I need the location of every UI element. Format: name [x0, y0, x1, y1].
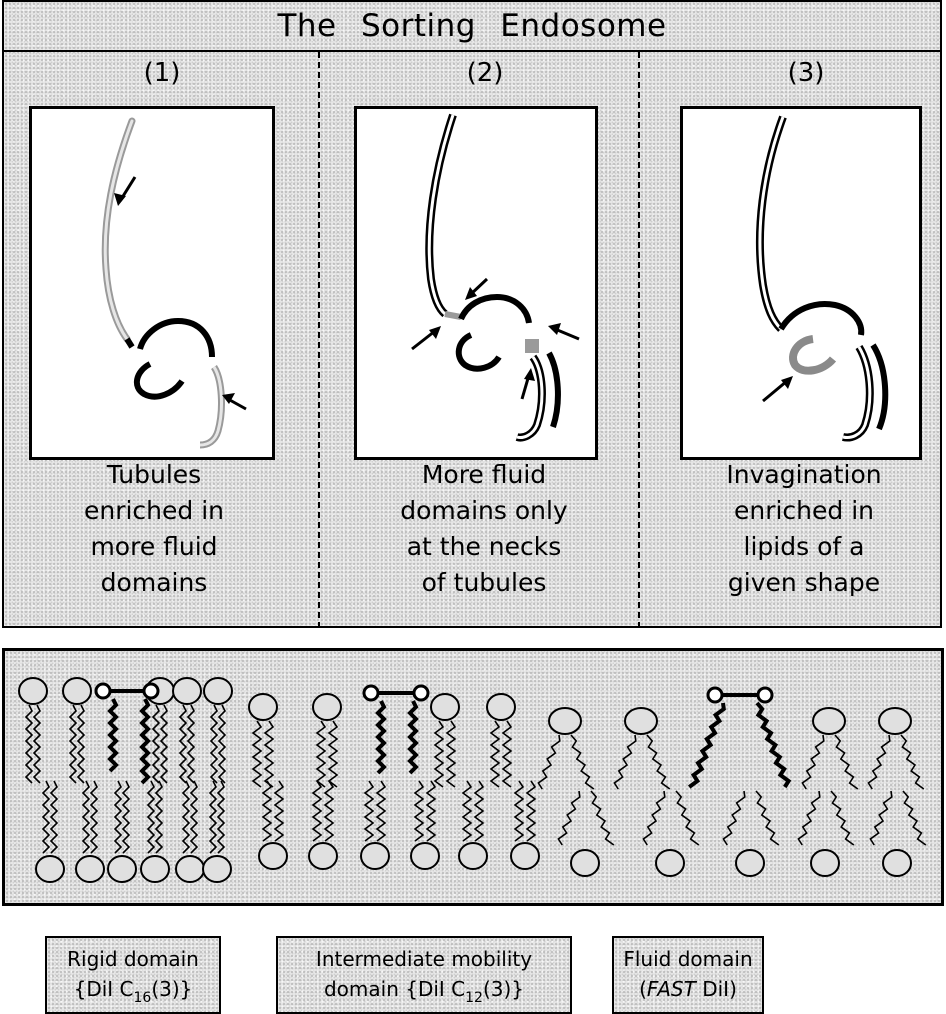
caption-line: More fluid: [364, 457, 604, 493]
legend-intermediate-probe: domain {DiI C12(3)}: [278, 974, 570, 1007]
panel-2-caption: More fluid domains only at the necks of …: [364, 457, 604, 601]
panel-1-endosome-drawing: [29, 106, 275, 460]
caption-line: domains: [44, 565, 264, 601]
panel-1-number: (1): [102, 58, 222, 88]
legend-rigid-title: Rigid domain: [47, 944, 219, 974]
caption-line: of tubules: [364, 565, 604, 601]
column-divider-1: [318, 52, 320, 628]
legend-rigid-probe: {DiI C16(3)}: [47, 974, 219, 1007]
caption-line: enriched in: [44, 493, 264, 529]
caption-line: domains only: [364, 493, 604, 529]
legend-fluid-probe: (FAST DiI): [614, 974, 762, 1004]
legend-rigid-domain: Rigid domain {DiI C16(3)}: [45, 936, 221, 1014]
caption-line: at the necks: [364, 529, 604, 565]
caption-line: more fluid: [44, 529, 264, 565]
legend-intermediate-domain: Intermediate mobility domain {DiI C12(3)…: [276, 936, 572, 1014]
caption-line: given shape: [684, 565, 924, 601]
caption-line: Invagination: [684, 457, 924, 493]
legend-intermediate-title: Intermediate mobility: [278, 944, 570, 974]
panel-1-caption: Tubules enriched in more fluid domains: [44, 457, 264, 601]
caption-line: Tubules: [44, 457, 264, 493]
panel-3-endosome-drawing: [680, 106, 922, 460]
panel-2-number: (2): [425, 58, 545, 88]
column-divider-2: [638, 52, 640, 628]
panel-3-number: (3): [746, 58, 866, 88]
panel-3-caption: Invagination enriched in lipids of a giv…: [684, 457, 924, 601]
legend-fluid-domain: Fluid domain (FAST DiI): [612, 936, 764, 1014]
lipid-bilayer-drawing: [5, 651, 941, 903]
caption-line: lipids of a: [684, 529, 924, 565]
lipid-bilayer-diagram: [2, 648, 944, 906]
panel-2-endosome-drawing: [354, 106, 598, 460]
page-title: The Sorting Endosome: [4, 2, 940, 52]
sorting-endosome-panel: The Sorting Endosome (1) (2) (3): [2, 0, 942, 628]
caption-line: enriched in: [684, 493, 924, 529]
legend-fluid-title: Fluid domain: [614, 944, 762, 974]
